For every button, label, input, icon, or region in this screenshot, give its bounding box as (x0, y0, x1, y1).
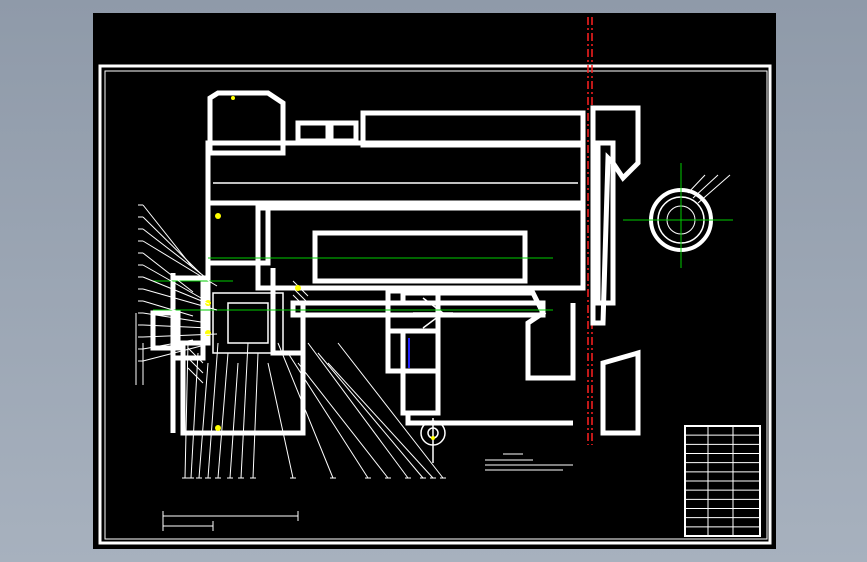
leader-line (217, 352, 229, 479)
leader-lines-left (138, 204, 218, 362)
outer-frame (98, 64, 772, 545)
leader-line (267, 362, 294, 479)
leader-line (142, 333, 218, 338)
leader-line (277, 342, 334, 479)
leader-line (307, 342, 409, 479)
leader-line (207, 342, 219, 479)
leader-line (142, 228, 210, 281)
leader-line (142, 339, 194, 350)
inner-frame (104, 70, 768, 540)
engineering-drawing (98, 17, 772, 545)
leader-line (252, 352, 259, 479)
leader-line (337, 342, 444, 479)
leader-line (240, 342, 249, 479)
cad-viewport[interactable] (93, 13, 776, 549)
housing-assembly (150, 90, 641, 436)
leader-line (184, 342, 189, 479)
leader-line (198, 362, 209, 479)
leader-line (142, 300, 194, 317)
leader-line (142, 312, 202, 323)
leader-line (142, 345, 202, 362)
leader-line (142, 252, 194, 293)
leader-line (142, 288, 218, 311)
centerlines (153, 257, 553, 311)
leader-line (142, 264, 202, 299)
title-block (684, 425, 761, 537)
leader-line (229, 362, 239, 479)
leader-line (297, 362, 389, 479)
leader-line (142, 276, 210, 305)
side-view (623, 163, 733, 268)
leader-line (287, 352, 369, 479)
leader-line (142, 324, 210, 329)
dimension-lines (135, 313, 299, 531)
technical-notes (485, 453, 573, 471)
leader-lines-bottom (182, 342, 446, 479)
leader-line (190, 352, 199, 479)
leader-line (327, 362, 434, 479)
leader-line (317, 352, 424, 479)
leader-line (142, 216, 202, 275)
leader-line (142, 240, 218, 287)
